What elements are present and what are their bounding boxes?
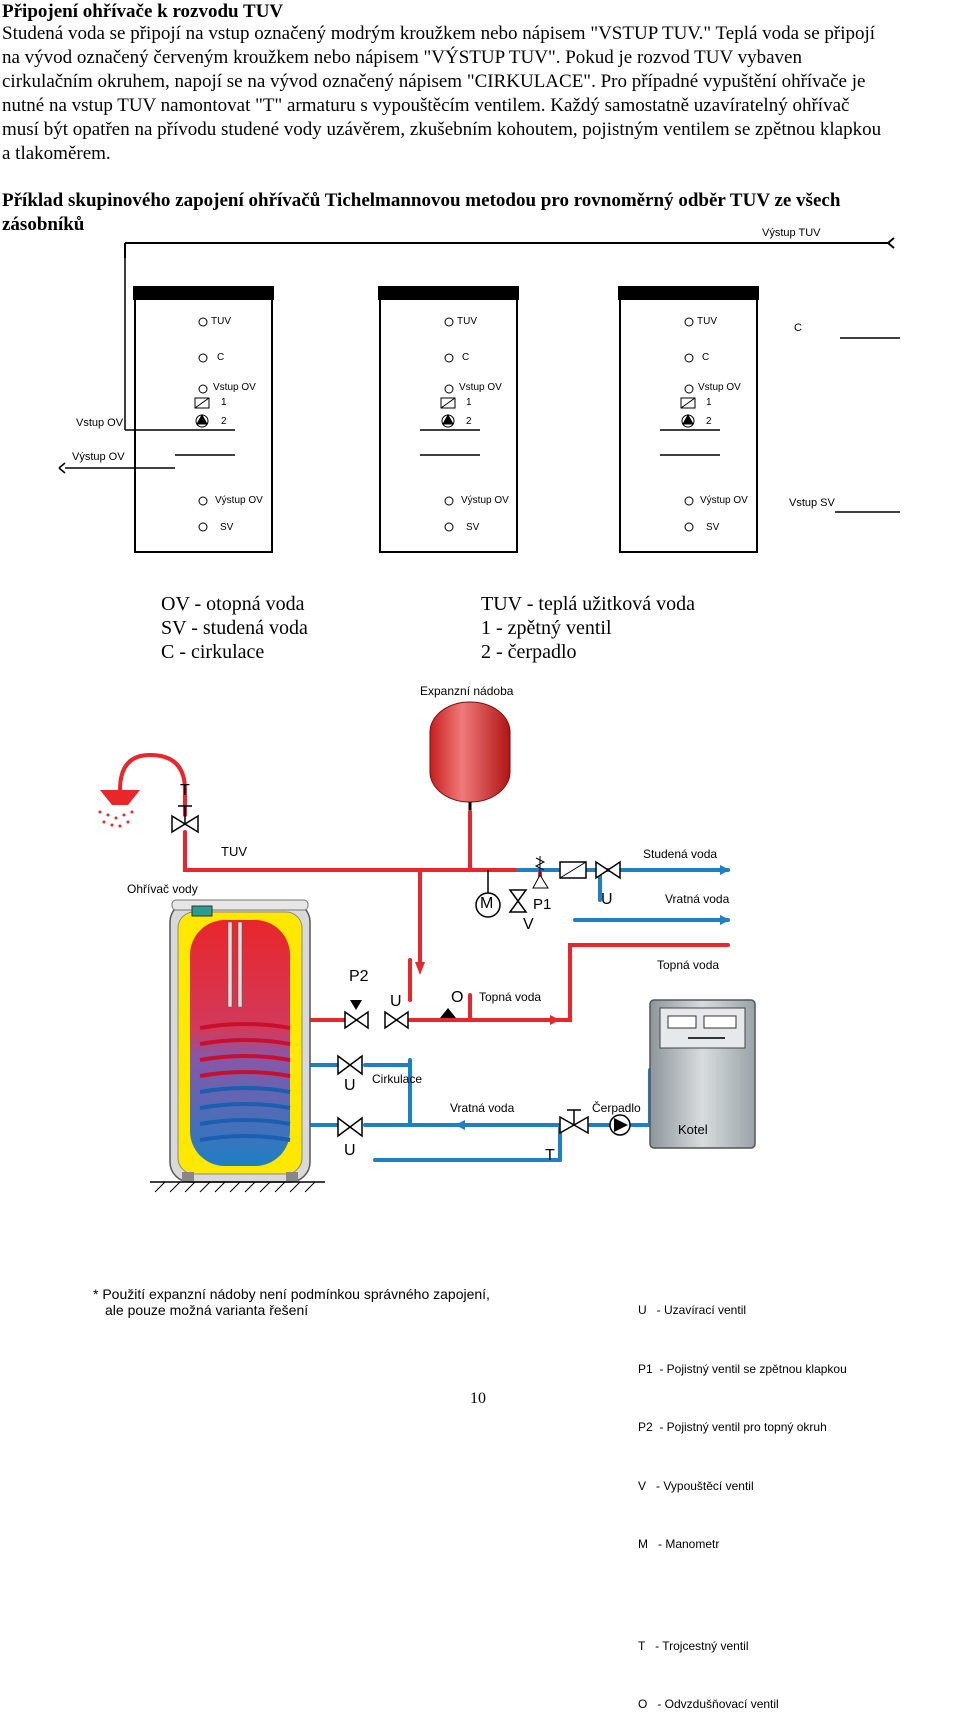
shutoff-valve-icon (595, 860, 621, 880)
example-title: Příklad skupinového zapojení ohřívačů Ti… (2, 189, 958, 237)
installation-diagram (98, 701, 756, 1193)
label-cerpadlo: Čerpadlo (592, 1101, 641, 1115)
label-topna: Topná voda (657, 958, 720, 972)
label-tuv: TUV (221, 844, 247, 859)
example-title-line: Příklad skupinového zapojení ohřívačů Ti… (2, 190, 841, 211)
label-sv: SV (220, 522, 234, 533)
legend-item: U - Uzavírací ventil (638, 1303, 747, 1317)
shutoff-valve-icon (337, 1054, 363, 1076)
intro-line: musí být opatřen na přívodu studené vody… (2, 119, 882, 140)
intro-paragraph: Studená voda se připojí na vstup označen… (2, 22, 958, 166)
label-tuv: TUV (697, 316, 717, 327)
label-2: 2 (706, 416, 712, 427)
label-vstup-ov-left: Vstup OV (76, 417, 124, 429)
label-t: T (180, 782, 190, 799)
tichelmann-diagram (58, 237, 900, 553)
label-m: M (480, 895, 494, 912)
legend-item: 2 - čerpadlo (481, 641, 577, 663)
water-heater (169, 899, 311, 1183)
label-vystup-ov: Výstup OV (215, 495, 263, 506)
label-vystup-ov: Výstup OV (700, 495, 748, 506)
label-2: 2 (221, 416, 227, 427)
label-c: C (794, 322, 802, 334)
section-title: Připojení ohřívače k rozvodu TUV (2, 1, 284, 22)
label-vstup-sv: Vstup SV (789, 497, 835, 509)
shutoff-valve-icon (337, 1116, 363, 1138)
label-p2: P2 (349, 968, 369, 985)
label-c: C (462, 352, 470, 363)
label-studena: Studená voda (643, 847, 718, 861)
label-sv: SV (466, 522, 480, 533)
label-kotel: Kotel (678, 1122, 708, 1137)
label-u: U (344, 1077, 356, 1094)
label-vratna: Vratná voda (450, 1101, 515, 1115)
legend-symbols: U - Uzavírací ventil P1 - Pojistný venti… (638, 1262, 847, 1734)
air-vent-icon (440, 1008, 456, 1018)
legend-right: TUV - teplá užitková voda 1 - zpětný ven… (481, 592, 695, 664)
legend-item: V - Vypouštěcí ventil (638, 1478, 754, 1493)
label-vstup-ov: Vstup OV (698, 382, 741, 393)
label-tuv: TUV (457, 316, 477, 327)
legend-item: P2 - Pojistný ventil pro topný okruh (638, 1420, 827, 1434)
expansion-vessel (429, 701, 511, 803)
page-number: 10 (470, 1390, 486, 1407)
boiler (649, 999, 756, 1149)
shutoff-valve-icon (384, 1010, 409, 1030)
legend-item: T - Trojcestný ventil (638, 1638, 749, 1653)
intro-line: a tlakoměrem. (2, 143, 111, 164)
tank-top (618, 286, 759, 300)
label-ohrivac: Ohřívač vody (127, 882, 198, 896)
shower-icon (100, 790, 140, 805)
label-vratna: Vratná voda (665, 892, 730, 906)
legend-item: M - Manometr (638, 1537, 720, 1551)
three-way-valve-icon (171, 805, 199, 834)
example-title-line: zásobníků (2, 214, 85, 235)
intro-line: cirkulačním okruhem, napojí se na vývod … (2, 71, 866, 92)
legend-item: TUV - teplá užitková voda (481, 593, 696, 615)
label-topna: Topná voda (479, 990, 542, 1004)
safety-valve-p1-icon (532, 856, 549, 889)
label-2: 2 (466, 416, 472, 427)
label-sv: SV (706, 522, 720, 533)
label-cirkulace: Cirkulace (372, 1072, 423, 1086)
label-v: V (523, 916, 534, 933)
footnote-line: ale pouze možná varianta řešení (105, 1302, 309, 1318)
label-u: U (601, 891, 613, 908)
label-c: C (702, 352, 710, 363)
intro-line: na vývod označený červeným kroužkem nebo… (2, 47, 802, 68)
label-1: 1 (221, 397, 227, 408)
label-c: C (217, 352, 225, 363)
safety-valve-p2-icon (344, 1010, 369, 1030)
label-1: 1 (466, 397, 472, 408)
footnote-line: * Použití expanzní nádoby není podmínkou… (93, 1286, 490, 1302)
label-1: 1 (706, 397, 712, 408)
legend-left: OV - otopná voda SV - studená voda C - c… (161, 592, 308, 664)
label-tuv: TUV (211, 316, 231, 327)
intro-line: Studená voda se připojí na vstup označen… (2, 23, 876, 44)
label-vystup-tuv: Výstup TUV (762, 227, 821, 239)
label-u: U (390, 993, 402, 1010)
tank-top (378, 286, 519, 300)
label-p1: P1 (533, 896, 552, 913)
tank-top (133, 286, 274, 300)
legend-item: C - cirkulace (161, 641, 265, 663)
label-vystup-ov-left: Výstup OV (72, 451, 125, 463)
legend-item: P1 - Pojistný ventil se zpětnou klapkou (638, 1361, 847, 1376)
intro-line: nutné na vstup TUV namontovat "T" armatu… (2, 95, 850, 116)
label-o: O (451, 989, 464, 1006)
drain-valve-icon (508, 889, 528, 913)
label-t: T (545, 1147, 555, 1164)
legend-item: 1 - zpětný ventil (481, 617, 612, 639)
legend-item: SV - studená voda (161, 617, 308, 639)
label-vstup-ov: Vstup OV (213, 382, 256, 393)
label-vstup-ov: Vstup OV (459, 382, 502, 393)
footnote: * Použití expanzní nádoby není podmínkou… (93, 1286, 490, 1318)
label-vystup-ov: Výstup OV (461, 495, 509, 506)
label-u: U (344, 1142, 356, 1159)
label-expanzni: Expanzní nádoba (420, 684, 514, 698)
legend-item: O - Odvzdušňovací ventil (638, 1697, 779, 1711)
legend-item: OV - otopná voda (161, 593, 305, 615)
